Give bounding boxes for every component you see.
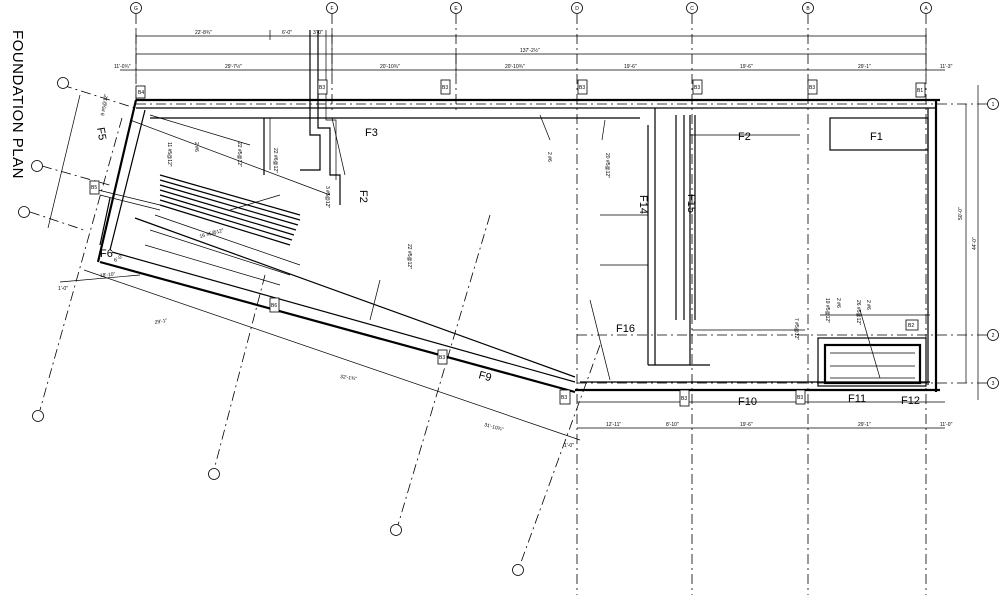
dim-top-4: 20'-10¾" <box>380 64 400 70</box>
grid-lines-angled <box>29 84 601 566</box>
footing-f12: F12 <box>901 395 920 407</box>
dim-top-5: 20'-10¾" <box>505 64 525 70</box>
rebar-3: 22 #5@12" <box>236 142 242 167</box>
footing-f5: F5 <box>94 126 108 141</box>
leaders <box>229 114 881 381</box>
rebar-12: 26 #5@12" <box>855 300 861 325</box>
grid-label-2: 2 <box>992 333 995 339</box>
stepped-walls <box>263 30 346 205</box>
footing-labels: F1 F2 F3 F2 F5 F6 F9 F10 F11 F12 F14 F15… <box>94 126 920 408</box>
grid-label-f: F <box>330 6 333 12</box>
pile-cap-12: B3 <box>681 396 687 402</box>
dim-top-0: 22'-8¾" <box>195 30 212 36</box>
rebar-4: 22 #6@12" <box>272 148 278 173</box>
dim-top-7: 19'-6" <box>740 64 753 70</box>
pile-cap-tags <box>89 79 926 407</box>
dim-right-0: 50'-0" <box>958 207 964 220</box>
pile-cap-labels: B4 B3 B3 B3 B3 B3 B1 B5 B6 B3 B2 B3 B3 B… <box>91 85 923 402</box>
dim-top-9: 11'-3" <box>940 64 953 70</box>
pile-cap-10: B2 <box>908 323 914 329</box>
grid-bubbles <box>18 2 999 576</box>
grid-bubble-labels: G F E D C B A 1 2 3 <box>134 6 995 387</box>
footing-f3: F3 <box>365 127 378 139</box>
pile-cap-1: B3 <box>319 85 325 91</box>
dim-angled-3: 32'-1¾" <box>340 374 358 382</box>
pile-cap-11: B3 <box>561 395 567 401</box>
dim-right-1: 44'-0" <box>972 237 978 250</box>
rebar-0: 9 #5@12" <box>100 93 110 116</box>
dim-bottom-2: 19'-6" <box>740 422 753 428</box>
dim-angled-4: 31'-10¾" <box>483 422 504 433</box>
wing-walls <box>96 99 576 394</box>
dimension-labels: 137'-2½" 22'-8¾" 6'-0" 3'-0" 29'-7½" 20'… <box>58 30 978 449</box>
pile-cap-0: B4 <box>138 90 144 96</box>
rebar-5: 3 #5@12" <box>324 186 330 208</box>
grid-label-g: G <box>134 6 138 12</box>
grid-label-b: B <box>806 6 810 12</box>
rebar-11: 2 #6 <box>835 298 841 308</box>
grid-lines-horizontal <box>136 103 990 384</box>
dimension-lines <box>47 30 979 441</box>
rebar-2: 2 #6 <box>193 142 199 152</box>
pile-cap-6: B1 <box>917 88 923 94</box>
main-foundation-walls <box>136 98 940 392</box>
dim-top-6: 19'-6" <box>624 64 637 70</box>
rebar-7: 20 #5@12" <box>604 153 610 178</box>
dim-angled-0: 18'-10" <box>100 272 116 279</box>
rebar-10: 19 #5@12" <box>824 298 830 323</box>
dim-angled-1: 6'-0" <box>113 253 125 263</box>
pile-cap-3: B3 <box>579 85 585 91</box>
pile-cap-9: B3 <box>439 355 445 361</box>
rebar-8: 22 #5@12" <box>406 244 412 269</box>
rebar-14: 7 #5@12" <box>793 318 799 340</box>
pile-cap-13: B3 <box>797 395 803 401</box>
grid-label-1: 1 <box>992 102 995 108</box>
pile-cap-2: B3 <box>442 85 448 91</box>
dim-top-1: 6'-0" <box>282 30 292 36</box>
dim-bottom-3: 29'-1" <box>858 422 871 428</box>
footing-f1: F1 <box>870 131 883 143</box>
footing-f2-secondary: F2 <box>357 190 369 203</box>
dim-angled-6: 1'-0" <box>58 286 68 292</box>
dim-bottom-1: 8'-10" <box>666 422 679 428</box>
dim-bottom-0: 12'-11" <box>606 422 621 428</box>
f11-f12-footing <box>817 314 930 387</box>
grid-label-a: A <box>924 6 928 12</box>
footing-f9: F9 <box>477 369 493 384</box>
grid-label-3: 3 <box>992 381 995 387</box>
dim-overall: 137'-2½" <box>520 47 540 54</box>
dim-top-8: 29'-1" <box>858 64 871 70</box>
footing-f2: F2 <box>738 131 751 143</box>
grid-label-e: E <box>454 6 458 12</box>
plan-title: FOUNDATION PLAN <box>9 30 26 179</box>
grid-label-d: D <box>575 6 579 12</box>
footing-f14: F14 <box>637 195 649 214</box>
footing-f11: F11 <box>848 393 866 405</box>
dim-angled-2: 29'-1" <box>154 318 168 326</box>
grid-label-c: C <box>690 6 694 12</box>
footing-f6: F6 <box>100 248 113 260</box>
pile-cap-7: B5 <box>91 185 97 191</box>
dim-top-10: 11'-0¾" <box>114 64 131 70</box>
rebar-13: 2 #6 <box>865 300 871 310</box>
rebar-1: 11 #5@12" <box>166 142 172 167</box>
footing-f15: F15 <box>685 194 697 213</box>
rebar-9: 2 #6 <box>546 152 552 162</box>
footing-f16: F16 <box>616 323 635 335</box>
dim-bottom-4: 11'-0" <box>940 422 953 428</box>
dim-angled-5: 1'-0" <box>564 443 574 449</box>
pile-cap-8: B6 <box>271 303 277 309</box>
pile-cap-4: B3 <box>694 85 700 91</box>
footing-f10: F10 <box>738 396 757 408</box>
pile-cap-5: B3 <box>809 85 815 91</box>
dim-top-3: 29'-7½" <box>225 63 242 70</box>
